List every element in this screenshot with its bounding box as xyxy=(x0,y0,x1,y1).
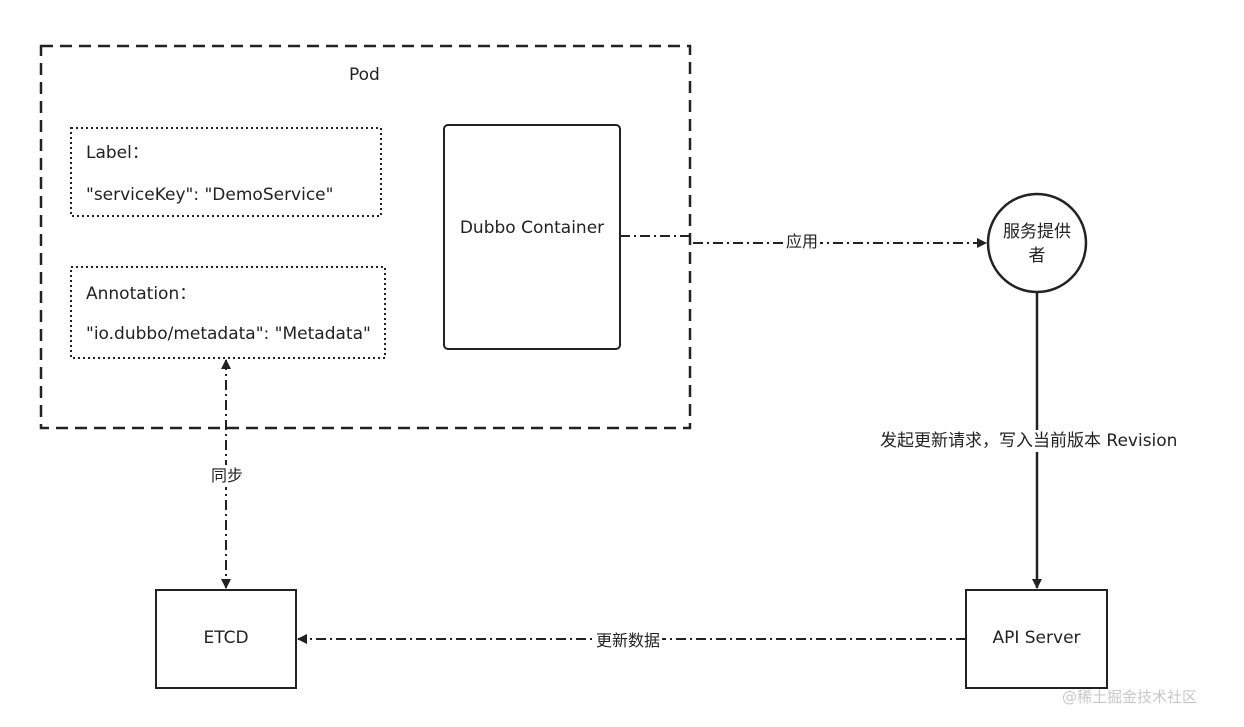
label-value: "serviceKey": "DemoService" xyxy=(86,185,334,205)
dubbo-container-label: Dubbo Container xyxy=(459,218,605,238)
annotation-value: "io.dubbo/metadata": "Metadata" xyxy=(86,324,371,344)
update-request-edge-label: 发起更新请求，写入当前版本 Revision xyxy=(878,430,1180,452)
api-server-label: API Server xyxy=(992,628,1081,648)
apply-edge-label: 应用 xyxy=(784,231,821,253)
provider-label: 服务提供者 xyxy=(1003,222,1071,266)
etcd-box xyxy=(155,589,297,689)
pod-title: Pod xyxy=(349,65,380,85)
update-data-edge-label: 更新数据 xyxy=(594,630,663,652)
label-box xyxy=(70,127,382,217)
watermark: @稀土掘金技术社区 xyxy=(1062,688,1198,706)
apply-edge xyxy=(620,235,987,248)
sync-edge-label: 同步 xyxy=(209,465,246,487)
api-server-box xyxy=(965,589,1108,689)
etcd-label: ETCD xyxy=(203,628,249,648)
annotation-box xyxy=(70,266,386,359)
annotation-key: Annotation： xyxy=(86,284,197,304)
label-key: Label： xyxy=(86,143,149,163)
